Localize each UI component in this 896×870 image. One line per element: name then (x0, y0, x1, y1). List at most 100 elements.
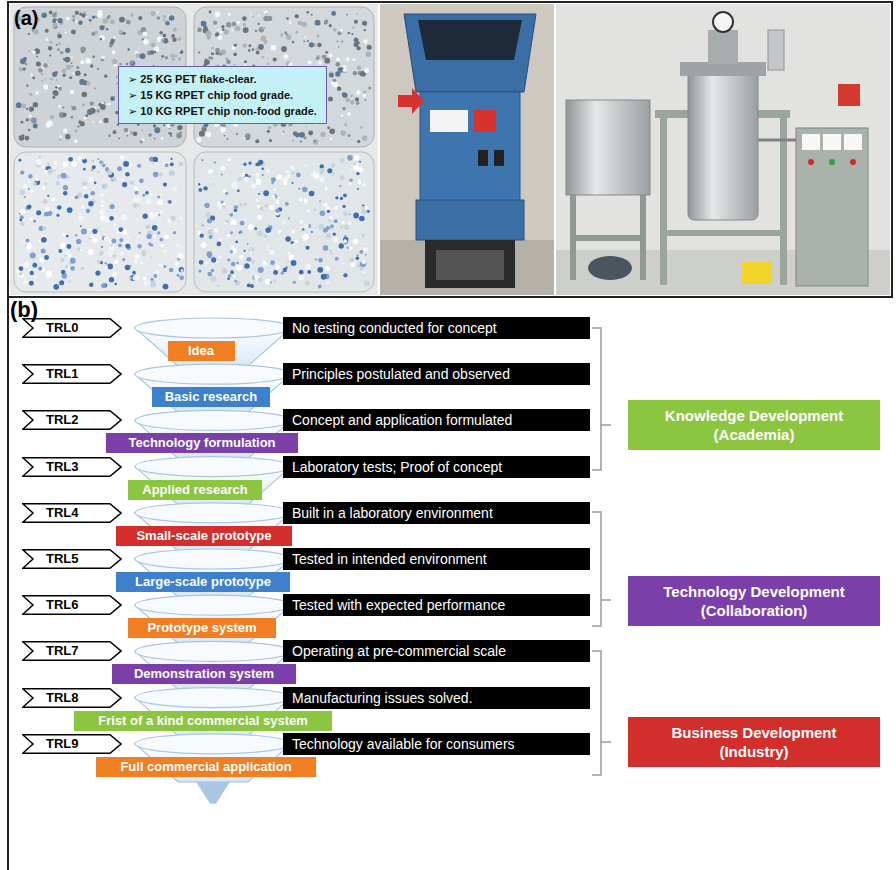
flake (275, 200, 279, 204)
flake (301, 238, 304, 241)
flake (90, 64, 93, 67)
note-line: ➢ 25 KG PET flake-clear. (128, 71, 317, 87)
shredder-photo (474, 110, 496, 132)
flake (198, 183, 200, 185)
flake (71, 116, 74, 119)
flake (161, 55, 164, 58)
flake (90, 101, 94, 105)
phase-box: Technology Development (Collaboration) (628, 576, 880, 626)
flake (104, 236, 109, 241)
flake (333, 28, 336, 31)
flake (342, 205, 345, 208)
flake (287, 261, 289, 263)
flake (72, 197, 74, 199)
flake (108, 103, 111, 106)
flake (320, 210, 325, 215)
stage-label-text: Demonstration system (118, 664, 290, 684)
reactor-photo (556, 4, 890, 295)
trl-tag: TRL3 (22, 457, 122, 477)
flake (234, 280, 237, 283)
flake (215, 34, 217, 36)
flake (227, 138, 229, 140)
flake (327, 126, 330, 129)
flake (109, 277, 114, 282)
flake (43, 63, 48, 68)
flake (282, 133, 284, 135)
flake (163, 265, 166, 268)
flake (225, 57, 228, 60)
flake (44, 182, 47, 185)
bag-photo (10, 4, 378, 295)
flake (357, 65, 362, 70)
flake (63, 128, 67, 132)
flake (202, 224, 204, 226)
flake (101, 199, 105, 203)
flake (363, 39, 368, 44)
flake (64, 57, 70, 63)
shredder-photo (380, 4, 554, 295)
flake (200, 234, 204, 238)
flake (109, 44, 113, 48)
flake (29, 93, 32, 96)
flake (354, 37, 359, 42)
reactor-photo (829, 159, 835, 165)
flake (304, 36, 306, 38)
flake (222, 268, 228, 274)
stage-label: Small-scale prototype (116, 526, 292, 546)
flake (35, 178, 39, 182)
flake (52, 72, 57, 77)
flake (91, 169, 93, 171)
flake (357, 264, 360, 267)
flake (24, 262, 30, 268)
phase-box-text: Technology Development (Collaboration) (652, 582, 857, 620)
stage-label: Demonstration system (112, 664, 296, 684)
flake (130, 61, 134, 65)
description-box-text: Built in a laboratory environment (292, 502, 581, 524)
flake (100, 193, 104, 197)
flake (147, 234, 152, 239)
shredder-photo (380, 4, 554, 295)
flake (302, 228, 304, 230)
flake (107, 252, 110, 255)
shredder-photo (430, 110, 468, 132)
flake (229, 213, 233, 217)
flake (278, 230, 281, 233)
flake (237, 190, 240, 193)
flake (263, 234, 267, 238)
funnel-tip (196, 782, 230, 804)
trl-tag: TRL7 (22, 641, 122, 661)
flake (295, 240, 299, 244)
flake (121, 178, 124, 181)
flake (178, 57, 182, 61)
reactor-photo (680, 62, 766, 76)
flake (216, 261, 218, 263)
flake (288, 218, 290, 220)
flake (24, 136, 29, 141)
flake (222, 205, 226, 209)
flake (47, 169, 53, 175)
funnel-rim (135, 457, 291, 477)
flake (291, 260, 297, 266)
flake (169, 15, 175, 21)
flake (150, 282, 156, 288)
stage-label: Basic research (152, 387, 270, 407)
flake (35, 91, 39, 95)
flake (38, 156, 41, 159)
flake (26, 85, 28, 87)
flake (77, 125, 79, 127)
description-box: Tested with expected performance (283, 594, 590, 616)
flake (132, 275, 137, 280)
flake (70, 258, 76, 264)
flake (255, 178, 261, 184)
flake (160, 211, 163, 214)
flake (214, 249, 216, 251)
flake (330, 224, 334, 228)
bag-photo (14, 152, 186, 292)
flake (92, 229, 97, 234)
flake (197, 28, 202, 33)
flake (357, 188, 359, 190)
funnel-rim (135, 364, 291, 384)
flake (76, 66, 79, 69)
flake (326, 226, 330, 230)
flake (221, 174, 223, 176)
